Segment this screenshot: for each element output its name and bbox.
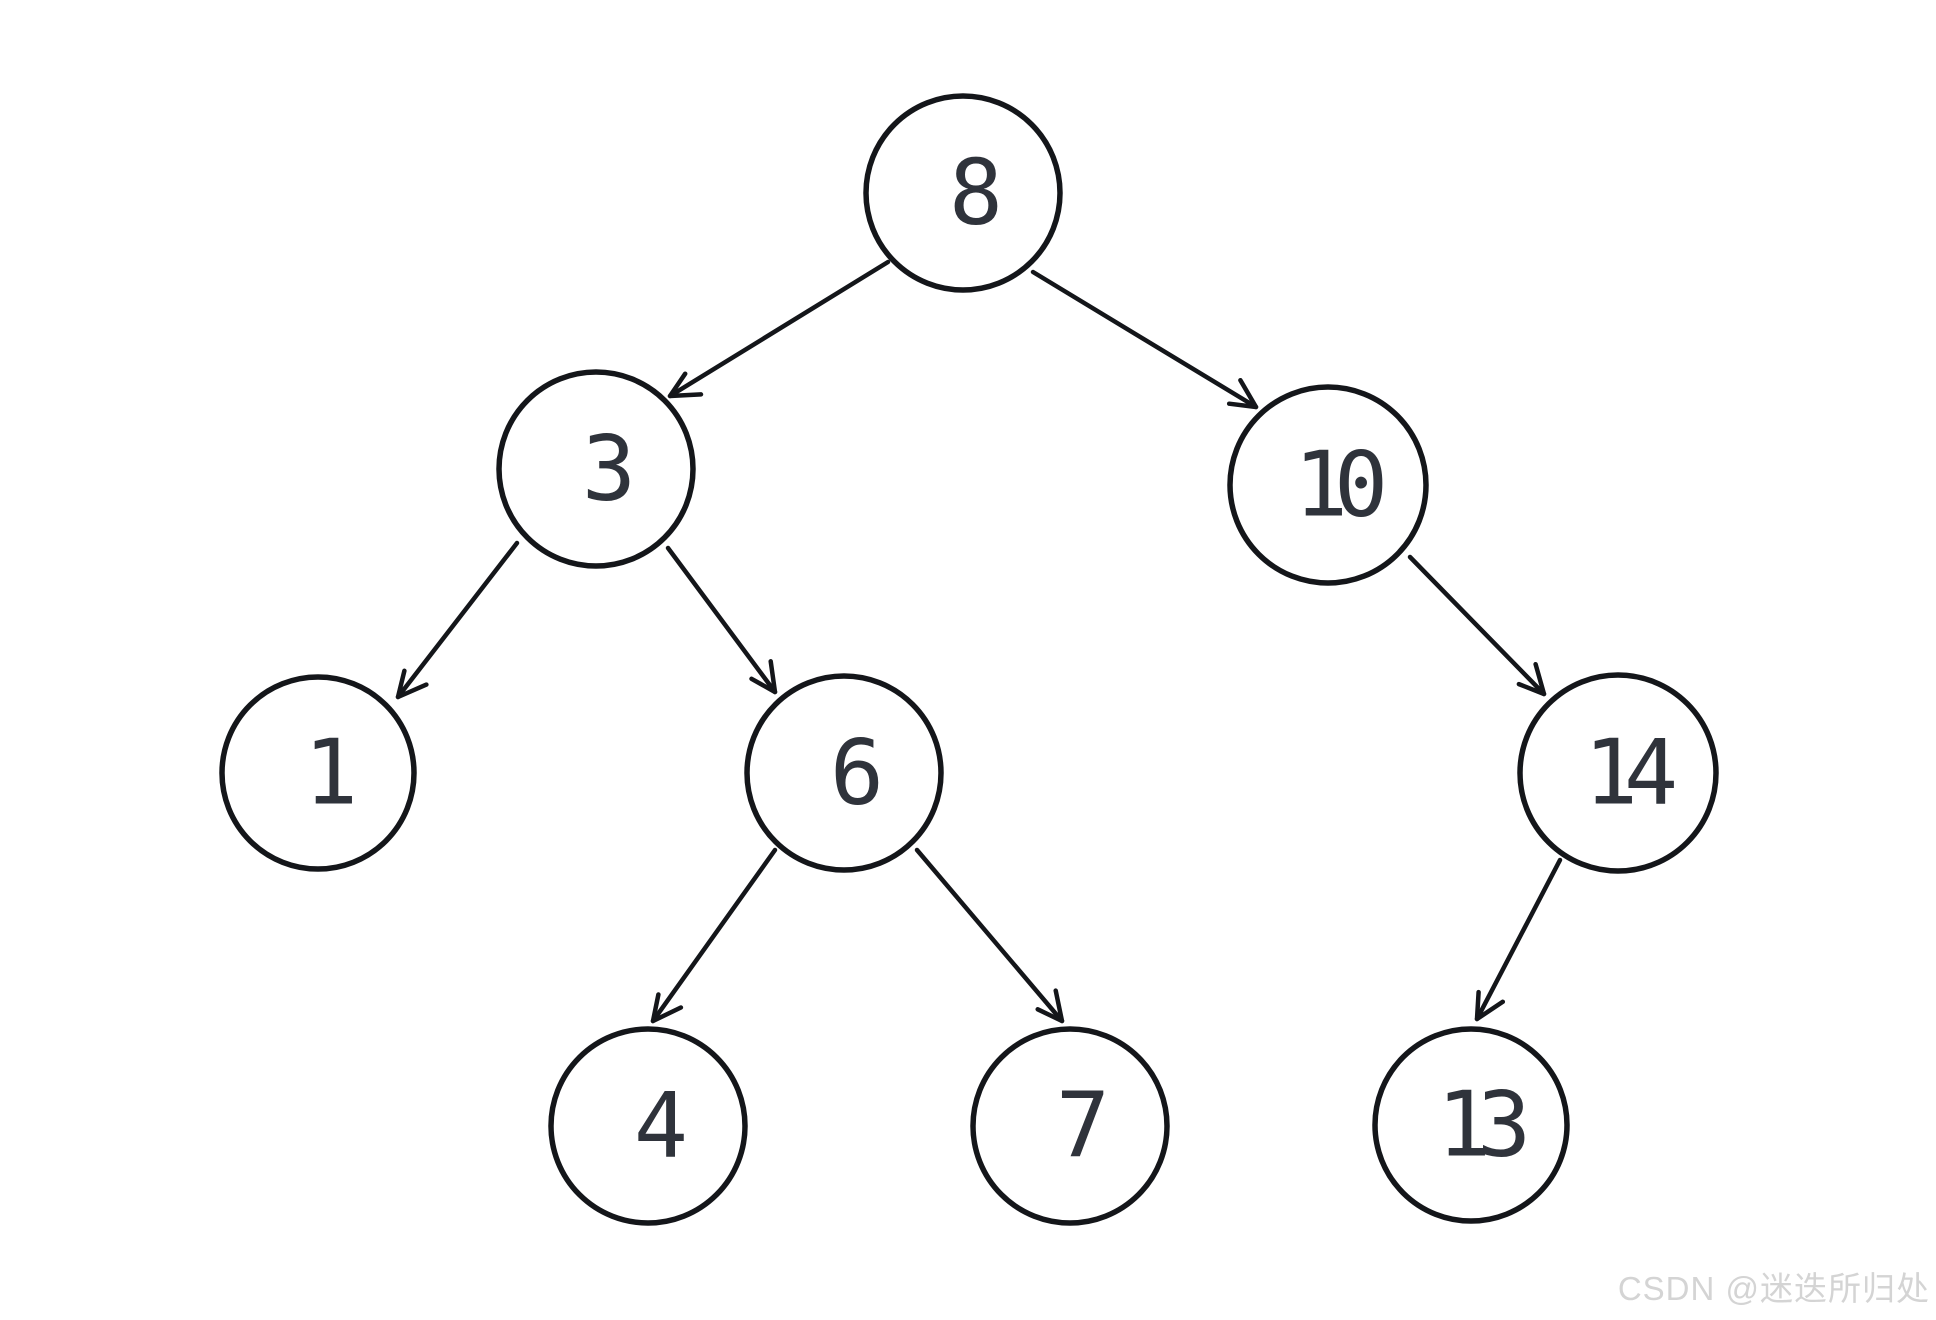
node-layer: 83 10 1 6 14 4 7 13 bbox=[219, 93, 1719, 1226]
tree-node-6: 6 bbox=[744, 673, 944, 873]
edge-6-4 bbox=[650, 847, 778, 1024]
tree-node-7: 7 bbox=[970, 1026, 1170, 1226]
tree-node-3: 3 bbox=[496, 369, 696, 569]
arrowhead-icon bbox=[650, 992, 684, 1024]
arrowhead-icon bbox=[395, 668, 429, 700]
edge-8-3 bbox=[667, 259, 891, 399]
edge-3-6 bbox=[665, 545, 778, 695]
arrowhead-icon bbox=[667, 371, 704, 399]
tree-node-1: 1 bbox=[219, 674, 417, 872]
edge-10-14 bbox=[1407, 554, 1547, 697]
arrowhead-icon bbox=[1035, 988, 1065, 1024]
tree-node-value: 14 bbox=[1584, 721, 1674, 826]
edge-14-13 bbox=[1474, 857, 1563, 1022]
tree-node-10: 10 bbox=[1227, 384, 1429, 586]
tree-node-8: 8 bbox=[863, 93, 1063, 293]
edge-3-1 bbox=[395, 540, 520, 700]
arrowhead-icon bbox=[1474, 989, 1506, 1022]
tree-node-4: 4 bbox=[548, 1026, 748, 1226]
edge-layer bbox=[395, 259, 1563, 1024]
csdn-watermark: CSDN @迷迭所归处 bbox=[1617, 1270, 1930, 1307]
tree-node-value: 13 bbox=[1437, 1073, 1525, 1178]
edge-6-7 bbox=[914, 847, 1065, 1024]
arrowhead-icon bbox=[749, 659, 778, 695]
edge-8-10 bbox=[1030, 269, 1259, 410]
arrowhead-icon bbox=[1226, 377, 1259, 410]
tree-node-13: 13 bbox=[1372, 1026, 1570, 1224]
arrowhead-icon bbox=[1516, 661, 1547, 697]
tree-node-14: 14 bbox=[1517, 672, 1719, 874]
tree-node-value: 10 bbox=[1294, 433, 1383, 538]
